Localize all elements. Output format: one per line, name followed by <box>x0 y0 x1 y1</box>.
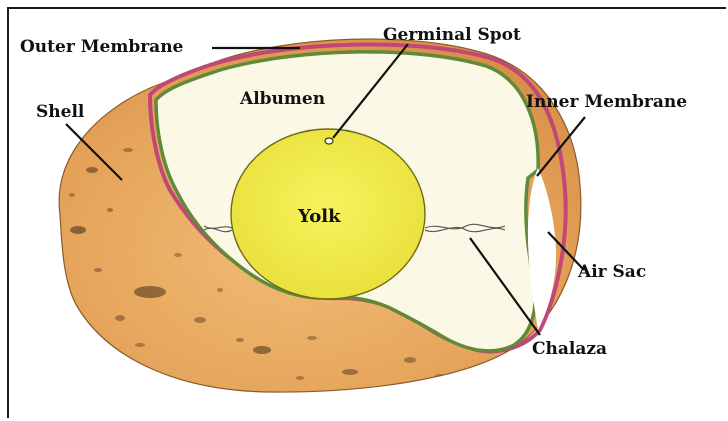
label-yolk: Yolk <box>297 206 341 227</box>
label-germinal-spot: Germinal Spot <box>383 25 521 45</box>
label-air-sac: Air Sac <box>577 262 646 282</box>
label-albumen: Albumen <box>239 89 325 109</box>
label-shell: Shell <box>36 102 85 122</box>
label-inner-membrane: Inner Membrane <box>526 92 687 112</box>
label-chalaza: Chalaza <box>532 339 607 359</box>
germinal-spot <box>325 138 333 144</box>
label-outer-membrane: Outer Membrane <box>20 37 184 57</box>
